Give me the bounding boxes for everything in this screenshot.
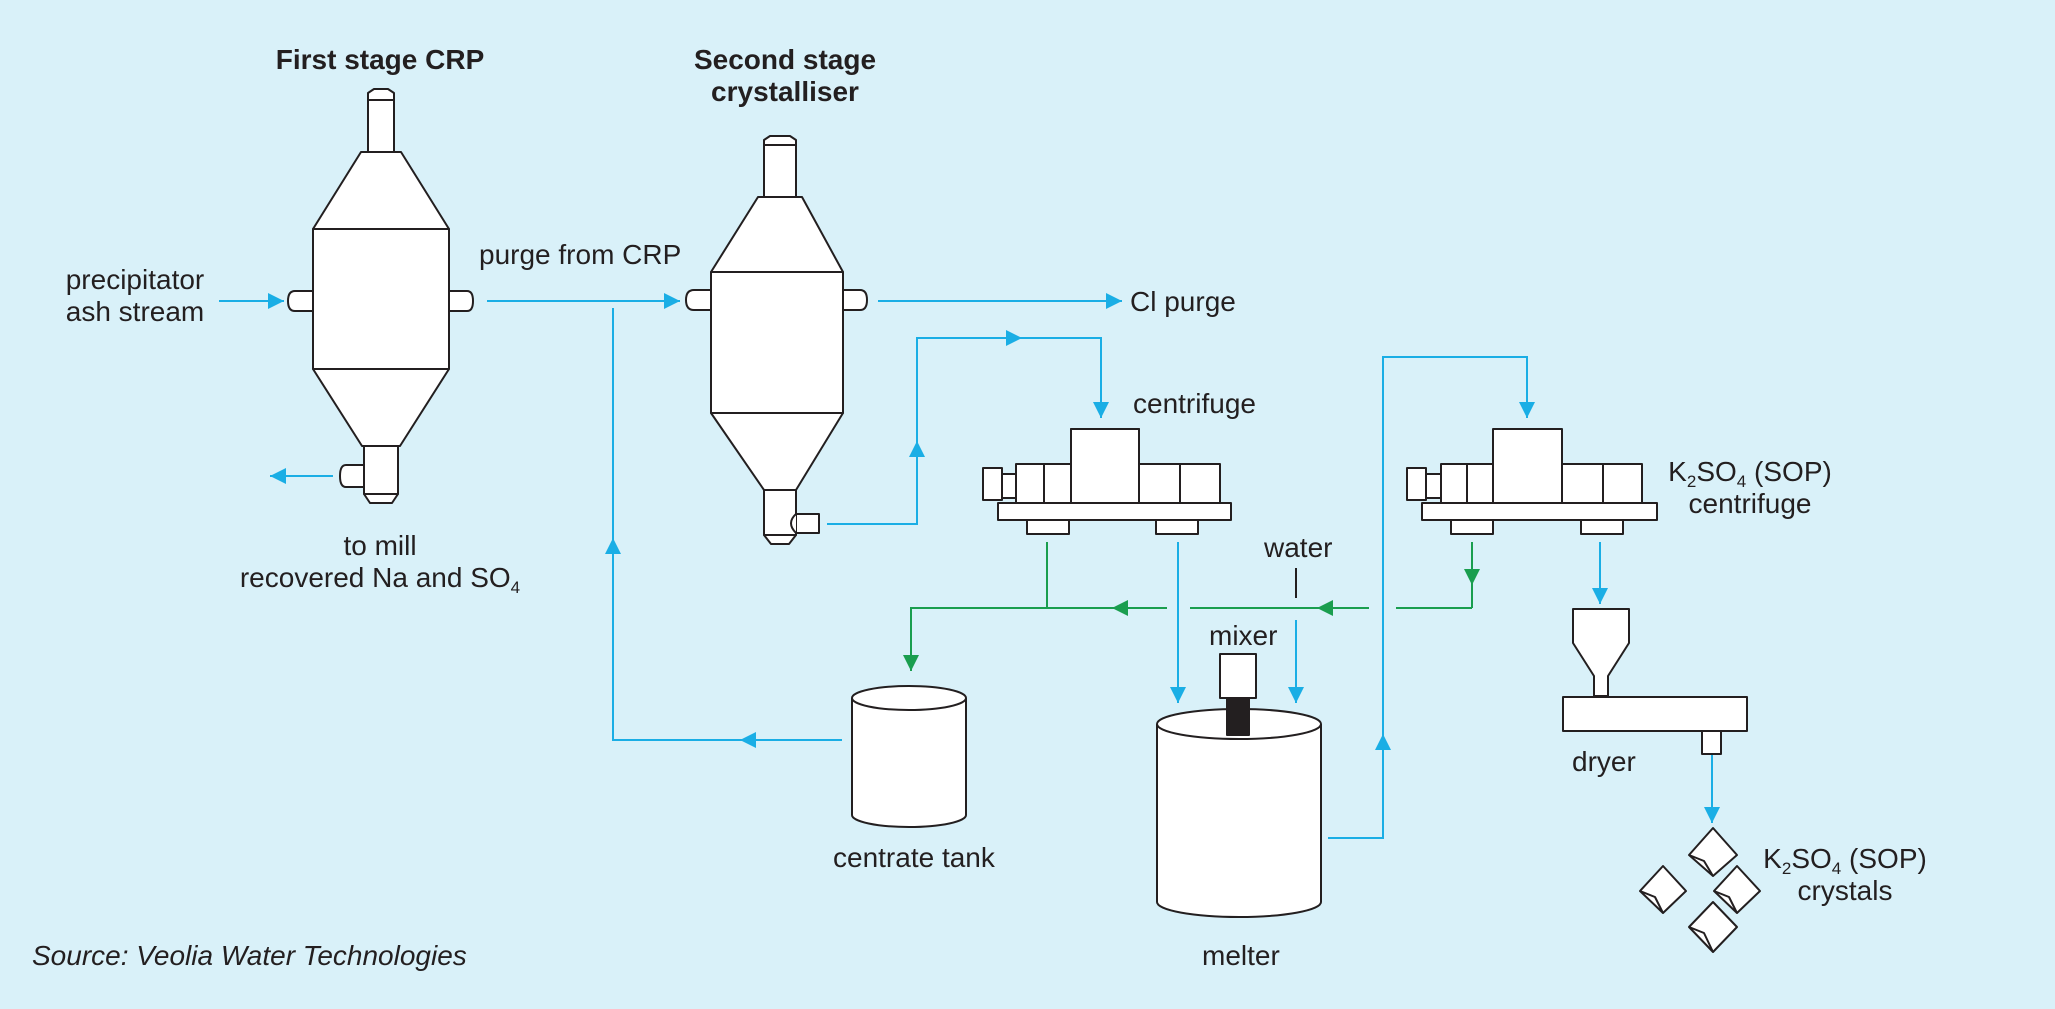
second-stage-crystalliser-vessel: [685, 135, 868, 545]
water-label: water: [1264, 532, 1333, 563]
melter-label: melter: [1202, 940, 1280, 971]
centrate-tank: [851, 685, 967, 828]
precipitator-line: precipitator: [65, 264, 205, 295]
k2so4-crystals-label: K2SO4 (SOP)crystals: [1760, 843, 1930, 907]
k2so4-centrifuge-label: K2SO4 (SOP)centrifuge: [1650, 456, 1850, 520]
k2so4-formula-1: K2SO4 (SOP): [1668, 456, 1832, 491]
slurry-line: [827, 441, 918, 525]
ash-stream-line: ash stream: [65, 296, 205, 327]
purge-from-crp-label: purge from CRP: [479, 239, 682, 270]
centrifuge-label: centrifuge: [1133, 388, 1256, 419]
k2so4-centrifuge: [1406, 428, 1658, 535]
melter: [1156, 708, 1322, 918]
k2so4-formula-2: K2SO4 (SOP): [1763, 843, 1927, 878]
second-stage-title-line1: Second stage: [693, 44, 877, 75]
first-stage-crp-title: First stage CRP: [275, 44, 485, 75]
k2so4-crystals-icon: [1639, 827, 1761, 953]
dryer-label: dryer: [1572, 746, 1636, 777]
centrate-tank-label: centrate tank: [833, 842, 995, 873]
crystals-word: crystals: [1797, 875, 1893, 906]
k2so4-centrifuge-word: centrifuge: [1688, 488, 1812, 519]
centrifuge: [982, 428, 1232, 535]
to-mill-line: to mill: [343, 530, 417, 561]
first-stage-crp-vessel: [287, 88, 474, 504]
recovered-sub: 4: [510, 578, 521, 597]
recovered-line: recovered Na and SO: [239, 562, 511, 593]
second-stage-title-line2: crystalliser: [711, 76, 859, 107]
mixer-label: mixer: [1209, 620, 1278, 651]
source-credit: Source: Veolia Water Technologies: [32, 940, 467, 971]
dryer: [1562, 608, 1748, 755]
mixer: [1219, 653, 1257, 736]
cl-purge-label: Cl purge: [1130, 286, 1236, 317]
